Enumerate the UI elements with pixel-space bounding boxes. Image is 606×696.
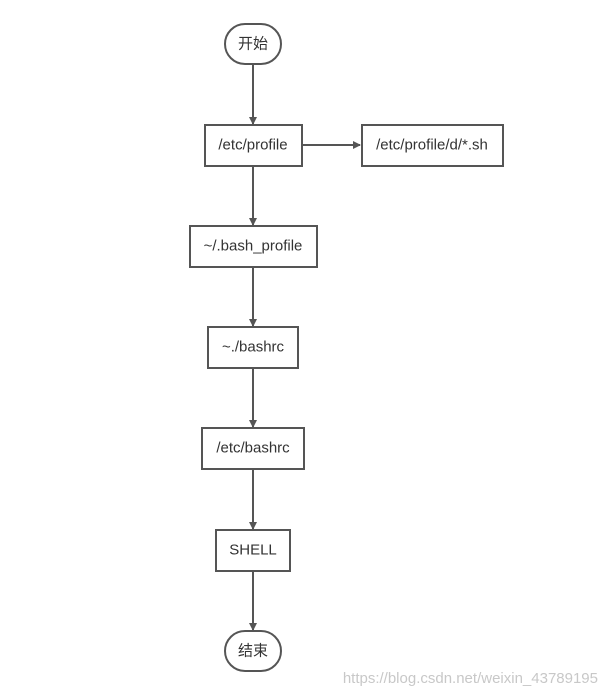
- etc-profile-label: /etc/profile: [218, 137, 287, 154]
- bashrc-home-node: ~./bashrc: [207, 326, 299, 369]
- bash-profile-label: ~/.bash_profile: [204, 238, 303, 255]
- shell-node: SHELL: [215, 529, 291, 572]
- watermark-text: https://blog.csdn.net/weixin_43789195: [342, 670, 598, 687]
- end-label: 结束: [238, 643, 268, 660]
- bashrc-home-label: ~./bashrc: [222, 339, 285, 356]
- profile-d-label: /etc/profile/d/*.sh: [376, 137, 488, 154]
- start-node: 开始: [224, 23, 282, 65]
- shell-label: SHELL: [229, 542, 277, 559]
- end-node: 结束: [224, 630, 282, 672]
- profile-d-node: /etc/profile/d/*.sh: [361, 124, 504, 167]
- etc-profile-node: /etc/profile: [204, 124, 303, 167]
- bash-profile-node: ~/.bash_profile: [189, 225, 318, 268]
- etc-bashrc-node: /etc/bashrc: [201, 427, 305, 470]
- etc-bashrc-label: /etc/bashrc: [216, 440, 290, 457]
- start-label: 开始: [238, 36, 268, 53]
